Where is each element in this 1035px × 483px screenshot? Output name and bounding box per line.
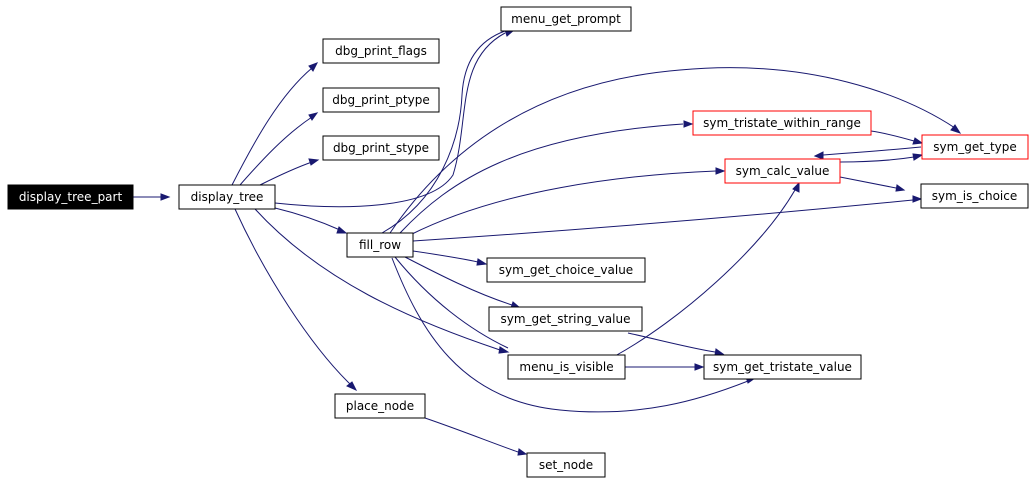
edge-sym_calc_value-sym_is_choice: [839, 176, 897, 189]
edge-sym_get_string_value-sym_get_tristate_value: [627, 332, 716, 353]
edge-display_tree-fill_row: [274, 207, 341, 231]
node-label: sym_get_string_value: [501, 312, 631, 326]
node-dbg_print_flags[interactable]: dbg_print_flags: [322, 38, 440, 64]
node-fill_row[interactable]: fill_row: [346, 232, 414, 258]
edge-arrowhead: [950, 124, 962, 134]
node-label: display_tree: [191, 190, 264, 204]
edge-arrowhead: [715, 167, 726, 175]
edge-sym_get_type-sym_calc_value: [822, 146, 922, 156]
node-sym_get_type[interactable]: sym_get_type: [921, 134, 1029, 160]
edge-arrowhead: [912, 153, 924, 161]
edge-arrowhead: [308, 62, 319, 72]
edge-arrowhead: [792, 181, 800, 193]
edge-arrowhead: [714, 348, 725, 356]
edge-fill_row-menu_get_prompt: [381, 30, 506, 234]
edge-display_tree-place_node: [234, 208, 351, 385]
edge-arrowhead: [683, 120, 694, 128]
edge-display_tree-dbg_print_stype: [259, 161, 313, 186]
node-set_node[interactable]: set_node: [526, 452, 606, 478]
node-label: display_tree_part: [19, 190, 123, 204]
edge-fill_row-sym_get_string_value: [404, 256, 513, 306]
edge-arrowhead: [476, 258, 488, 266]
edge-sym_tristate_within_range-sym_get_type: [870, 130, 915, 142]
node-label: sym_get_choice_value: [499, 263, 633, 277]
edge-fill_row-menu_is_visible: [394, 256, 509, 349]
node-label: dbg_print_ptype: [332, 93, 429, 107]
edge-fill_row-sym_tristate_within_range: [399, 123, 684, 234]
node-place_node[interactable]: place_node: [334, 393, 426, 419]
edge-display_tree-menu_get_prompt: [274, 32, 506, 208]
edge-arrowhead: [694, 363, 705, 371]
node-menu_get_prompt[interactable]: menu_get_prompt: [500, 6, 632, 32]
edge-arrowhead: [160, 193, 171, 201]
node-label: sym_calc_value: [736, 164, 830, 178]
node-sym_get_choice_value[interactable]: sym_get_choice_value: [486, 257, 646, 283]
node-dbg_print_ptype[interactable]: dbg_print_ptype: [322, 87, 440, 113]
node-display_tree_part[interactable]: display_tree_part: [7, 184, 134, 210]
node-label: sym_is_choice: [932, 189, 1018, 203]
edge-fill_row-sym_get_choice_value: [412, 250, 479, 263]
node-sym_get_string_value[interactable]: sym_get_string_value: [488, 306, 643, 332]
node-menu_is_visible[interactable]: menu_is_visible: [507, 354, 626, 380]
edge-place_node-set_node: [424, 417, 519, 453]
edge-arrowhead: [308, 158, 320, 166]
edge-arrowhead: [912, 195, 923, 203]
node-display_tree[interactable]: display_tree: [178, 184, 276, 210]
node-label: fill_row: [359, 238, 401, 252]
node-sym_get_tristate_value[interactable]: sym_get_tristate_value: [703, 354, 862, 380]
edge-fill_row-sym_get_tristate_value: [391, 257, 749, 413]
node-layer: display_tree_part display_tree dbg_print…: [7, 6, 1029, 478]
edge-fill_row-sym_is_choice: [412, 199, 914, 242]
edge-menu_is_visible-sym_calc_value: [614, 189, 796, 357]
edge-arrowhead: [813, 151, 824, 160]
edge-display_tree-dbg_print_flags: [231, 67, 313, 186]
edge-fill_row-sym_get_type: [389, 67, 956, 234]
node-label: menu_is_visible: [519, 360, 613, 374]
edge-arrowhead: [346, 381, 358, 392]
edge-arrowhead: [912, 137, 924, 145]
node-label: set_node: [539, 458, 593, 472]
node-sym_calc_value[interactable]: sym_calc_value: [724, 158, 841, 184]
node-label: dbg_print_flags: [335, 44, 427, 58]
node-dbg_print_stype[interactable]: dbg_print_stype: [322, 135, 440, 161]
edge-layer: [133, 29, 962, 456]
node-label: menu_get_prompt: [511, 12, 621, 26]
edge-arrowhead: [308, 112, 319, 121]
edge-sym_calc_value-sym_get_type: [839, 156, 915, 163]
edge-display_tree-menu_is_visible: [254, 208, 501, 351]
node-label: sym_get_tristate_value: [713, 360, 852, 374]
edge-arrowhead: [498, 346, 510, 354]
node-label: place_node: [346, 399, 414, 413]
node-label: sym_get_type: [933, 140, 1017, 154]
edge-arrowhead: [895, 184, 906, 192]
edge-arrowhead: [517, 448, 528, 456]
edge-fill_row-sym_calc_value: [409, 170, 717, 236]
edge-display_tree-dbg_print_ptype: [239, 116, 313, 186]
edge-arrowhead: [336, 226, 348, 234]
node-label: sym_tristate_within_range: [703, 116, 861, 130]
node-label: dbg_print_stype: [333, 141, 429, 155]
node-sym_tristate_within_range[interactable]: sym_tristate_within_range: [692, 110, 872, 136]
node-sym_is_choice[interactable]: sym_is_choice: [920, 183, 1029, 209]
